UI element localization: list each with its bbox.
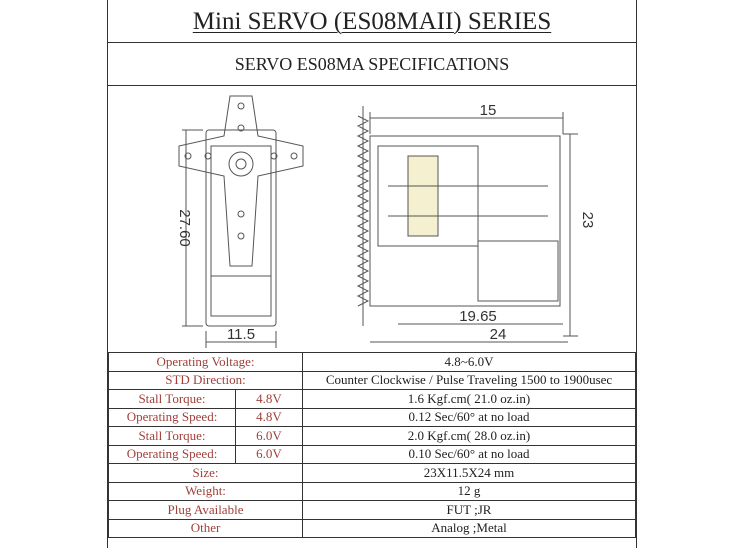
dimension-height-side: 23 [579, 212, 596, 229]
spec-value: 0.10 Sec/60° at no load [302, 444, 636, 464]
spec-value: FUT ;JR [302, 500, 636, 520]
dimension-height-front: 27.60 [176, 209, 193, 247]
spec-label: Plug Available [108, 500, 303, 520]
table-row: Operating Voltage:4.8~6.0V [108, 352, 636, 372]
title-text: Mini SERVO (ES08MAII) SERIES [192, 8, 552, 35]
page-title: Mini SERVO (ES08MAII) SERIES [108, 0, 636, 43]
spec-value: 4.8~6.0V [302, 352, 636, 372]
spec-label: Operating Speed: [108, 407, 236, 427]
spec-label: Weight: [108, 481, 303, 501]
spec-label: Stall Torque: [108, 389, 236, 409]
side-view: 15 23 19.65 24 [356, 102, 596, 343]
spec-value: 2.0 Kgf.cm( 28.0 oz.in) [302, 426, 636, 446]
servo-dimension-drawing: 27.60 11.5 15 23 19.65 24 [176, 95, 596, 348]
spec-label: Operating Voltage: [108, 352, 303, 372]
dimension-inner-side: 19.65 [459, 308, 497, 325]
spec-value: 12 g [302, 481, 636, 501]
spec-voltage: 6.0V [235, 444, 303, 464]
table-row: Size:23X11.5X24 mm [108, 463, 636, 483]
spec-label: Other [108, 518, 303, 538]
dimension-width-side: 24 [490, 326, 507, 343]
spec-voltage: 4.8V [235, 389, 303, 409]
spec-value: Counter Clockwise / Pulse Traveling 1500… [302, 370, 636, 390]
spec-voltage: 4.8V [235, 407, 303, 427]
spec-label: Operating Speed: [108, 444, 236, 464]
spec-label: Stall Torque: [108, 426, 236, 446]
spec-sheet: Mini SERVO (ES08MAII) SERIES SERVO ES08M… [107, 0, 637, 548]
page-subtitle: SERVO ES08MA SPECIFICATIONS [108, 43, 636, 86]
spec-label: Size: [108, 463, 303, 483]
spec-value: 23X11.5X24 mm [302, 463, 636, 483]
spec-label: STD Direction: [108, 370, 303, 390]
spec-table: Operating Voltage:4.8~6.0V STD Direction… [108, 352, 636, 538]
table-row: Weight:12 g [108, 481, 636, 501]
spec-voltage: 6.0V [235, 426, 303, 446]
front-view: 27.60 11.5 [176, 95, 304, 348]
spec-value: 0.12 Sec/60° at no load [302, 407, 636, 427]
table-row: STD Direction:Counter Clockwise / Pulse … [108, 370, 636, 390]
spec-value: 1.6 Kgf.cm( 21.0 oz.in) [302, 389, 636, 409]
spec-value: Analog ;Metal [302, 518, 636, 538]
dimension-width-front: 11.5 [227, 326, 255, 343]
dimension-top-side: 15 [480, 102, 497, 119]
